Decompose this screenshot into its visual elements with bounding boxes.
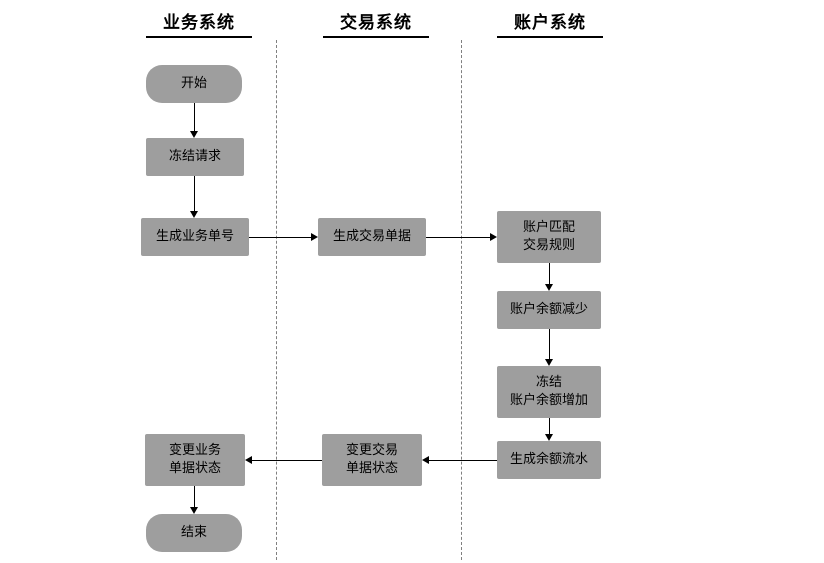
node-gen-trade-doc-label: 生成交易单据 [332,229,411,245]
node-end[interactable]: 结束 [146,514,242,552]
edge-start-to-freeze-request [194,103,195,131]
node-balance-decrease-label: 账户余额减少 [509,302,588,318]
lane-title-business: 业务系统 [146,8,252,38]
edge-gen-balance-flow-to-change-trade-doc-status [429,460,497,461]
arrow-gen-trade-doc-to-account-match [490,233,497,241]
node-gen-business-no-label: 生成业务单号 [155,229,234,245]
node-change-business-doc-status-label-line1: 变更业务 [168,443,221,459]
arrow-frozen-balance-increase-to-gen-balance-flow [545,434,553,441]
node-start[interactable]: 开始 [146,65,242,103]
node-gen-trade-doc[interactable]: 生成交易单据 [318,218,426,256]
node-gen-balance-flow-label: 生成余额流水 [509,452,588,468]
node-change-trade-doc-status-label-line2: 单据状态 [345,461,398,476]
node-freeze-request[interactable]: 冻结请求 [146,138,244,176]
node-change-trade-doc-status[interactable]: 变更交易 单据状态 [322,434,422,486]
node-change-business-doc-status-label-line2: 单据状态 [168,461,221,476]
edge-frozen-balance-increase-to-gen-balance-flow [549,418,550,434]
arrow-change-business-doc-status-to-end [190,507,198,514]
lane-divider-1 [276,40,277,560]
node-frozen-balance-increase-label-line1: 冻结 [535,375,562,391]
arrow-gen-balance-flow-to-change-trade-doc-status [422,456,429,464]
lane-title-account: 账户系统 [497,8,603,38]
node-frozen-balance-increase[interactable]: 冻结 账户余额增加 [497,366,601,418]
arrow-freeze-request-to-gen-business-no [190,211,198,218]
node-frozen-balance-increase-label-line2: 账户余额增加 [509,393,588,408]
arrow-gen-business-no-to-gen-trade-doc [311,233,318,241]
node-account-match-label-line2: 交易规则 [522,238,575,253]
node-gen-business-no[interactable]: 生成业务单号 [141,218,249,256]
node-account-match[interactable]: 账户匹配 交易规则 [497,211,601,263]
node-gen-balance-flow[interactable]: 生成余额流水 [497,441,601,479]
node-freeze-request-label: 冻结请求 [168,149,221,165]
node-balance-decrease[interactable]: 账户余额减少 [497,291,601,329]
node-change-trade-doc-status-label-line1: 变更交易 [345,443,398,459]
edge-account-match-to-balance-decrease [549,263,550,284]
lane-divider-2 [461,40,462,560]
edge-balance-decrease-to-frozen-balance-increase [549,329,550,359]
edge-freeze-request-to-gen-business-no [194,176,195,211]
arrow-change-trade-doc-status-to-change-business-doc-status [245,456,252,464]
node-start-label: 开始 [180,76,207,92]
edge-change-trade-doc-status-to-change-business-doc-status [252,460,322,461]
lane-title-transaction: 交易系统 [323,8,429,38]
node-end-label: 结束 [180,525,207,541]
arrow-account-match-to-balance-decrease [545,284,553,291]
edge-change-business-doc-status-to-end [194,486,195,507]
arrow-balance-decrease-to-frozen-balance-increase [545,359,553,366]
arrow-start-to-freeze-request [190,131,198,138]
node-change-business-doc-status[interactable]: 变更业务 单据状态 [145,434,245,486]
edge-gen-business-no-to-gen-trade-doc [249,237,311,238]
edge-gen-trade-doc-to-account-match [426,237,490,238]
node-account-match-label-line1: 账户匹配 [522,220,575,236]
